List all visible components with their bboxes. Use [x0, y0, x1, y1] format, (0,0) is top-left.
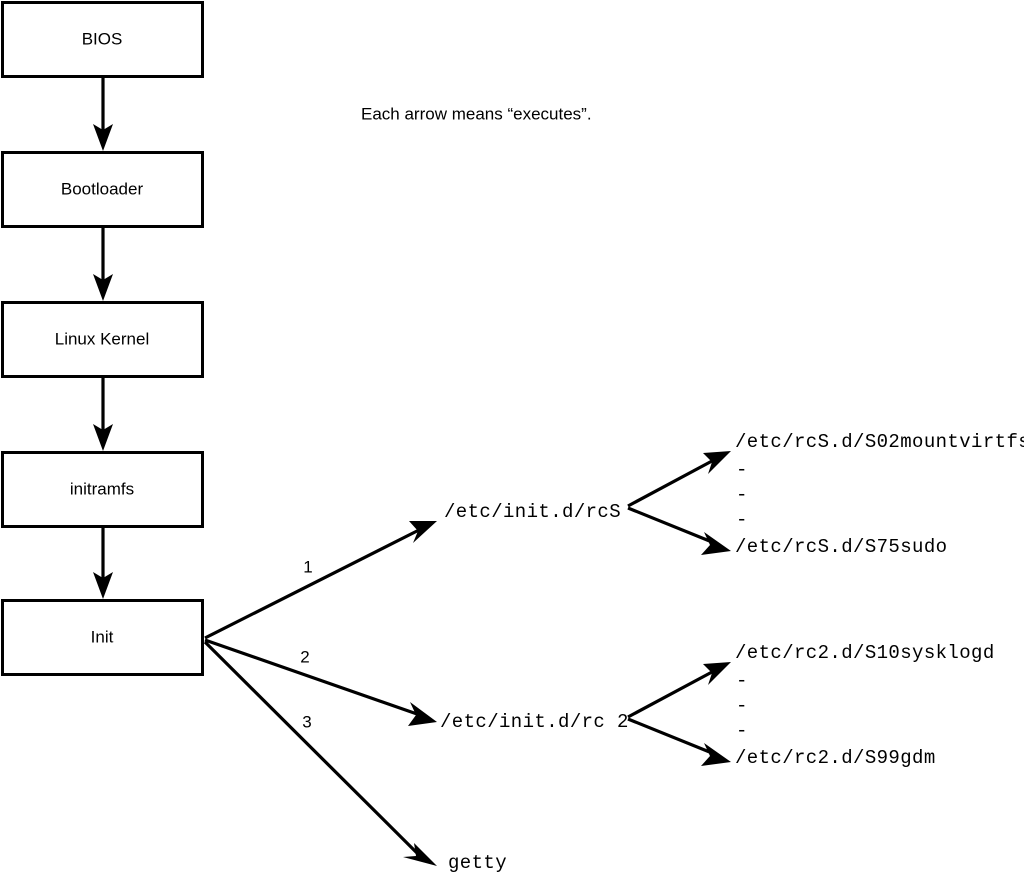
branch-2-number: 2	[300, 647, 309, 666]
branch-1-number: 1	[303, 557, 312, 576]
arrow-head-icon	[93, 124, 113, 151]
arrow-init-branch-2	[204, 638, 437, 726]
branch-3-number: 3	[302, 712, 311, 731]
rcs-ellipsis-dash-1: -	[736, 459, 747, 481]
node-bootloader-box[interactable]	[1, 151, 204, 228]
branch-1-target-label: /etc/init.d/rcS	[444, 501, 621, 523]
node-bootloader[interactable]: Bootloader	[1, 151, 204, 228]
node-linux-kernel-label: Linux Kernel	[55, 329, 150, 348]
arrow-rcs-to-first-script	[627, 451, 731, 508]
arrow-init-branch-3	[203, 640, 437, 866]
arrow-initramfs-to-init	[93, 527, 113, 599]
node-linux-kernel[interactable]: Linux Kernel	[1, 301, 204, 378]
arrow-rc2-to-last-script	[627, 717, 731, 766]
diagram-caption: Each arrow means “executes”.	[361, 104, 592, 123]
rc2-ellipsis-dash-3: -	[736, 720, 747, 742]
rc2-ellipsis-dash-2: -	[736, 695, 747, 717]
arrow-bios-to-bootloader	[93, 77, 113, 151]
arrow-head-icon	[409, 521, 437, 543]
node-init-label: Init	[91, 627, 114, 646]
node-bootloader-label: Bootloader	[61, 179, 144, 198]
arrow-head-icon	[701, 743, 731, 766]
node-initramfs-label: initramfs	[70, 479, 134, 498]
arrow-init-branch-1	[204, 521, 437, 640]
arrow-rc2-to-first-script	[627, 662, 731, 719]
node-init[interactable]: Init	[1, 599, 204, 676]
arrow-rcs-to-last-script	[627, 506, 731, 555]
arrow-head-icon	[93, 572, 113, 599]
node-bios-label: BIOS	[82, 29, 123, 48]
rcs-ellipsis-dash-2: -	[736, 484, 747, 506]
rcs-first-script-label: /etc/rcS.d/S02mountvirtfs	[735, 431, 1024, 453]
node-bios-box[interactable]	[1, 1, 204, 78]
branch-3-target-label: getty	[448, 852, 507, 874]
arrow-head-icon	[703, 451, 731, 474]
rc2-first-script-label: /etc/rc2.d/S10sysklogd	[735, 642, 995, 664]
rc2-ellipsis-dash-1: -	[736, 670, 747, 692]
rcs-last-script-label: /etc/rcS.d/S75sudo	[735, 536, 947, 558]
arrow-head-icon	[701, 532, 731, 555]
branch-2-target-label: /etc/init.d/rc 2	[440, 711, 629, 733]
rc2-last-script-label: /etc/rc2.d/S99gdm	[735, 747, 936, 769]
arrow-head-icon	[93, 424, 113, 451]
arrow-head-icon	[403, 843, 437, 866]
arrow-head-icon	[93, 274, 113, 301]
arrow-bootloader-to-kernel	[93, 227, 113, 301]
node-initramfs[interactable]: initramfs	[1, 451, 204, 528]
node-init-box[interactable]	[1, 599, 204, 676]
arrow-kernel-to-initramfs	[93, 377, 113, 451]
arrow-head-icon	[703, 662, 731, 685]
node-initramfs-box[interactable]	[1, 451, 204, 528]
node-bios[interactable]: BIOS	[1, 1, 204, 78]
arrow-head-icon	[408, 702, 437, 726]
node-linux-kernel-box[interactable]	[1, 301, 204, 378]
rcs-ellipsis-dash-3: -	[736, 509, 747, 531]
